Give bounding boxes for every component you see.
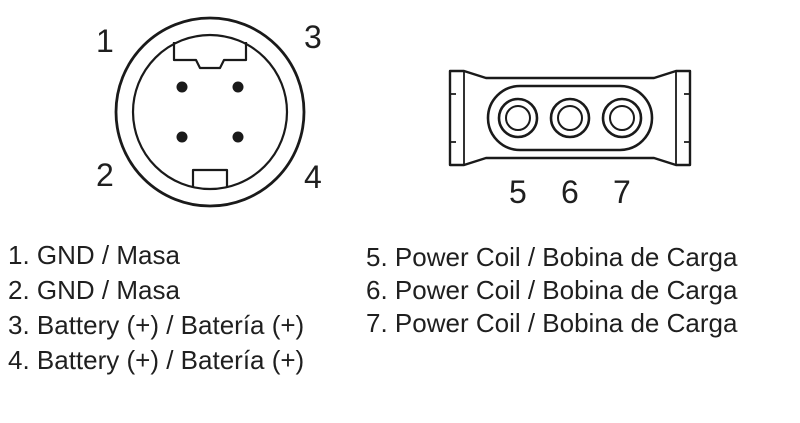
- inline-connector: 5 6 7: [448, 69, 692, 210]
- pin-dot-1: [176, 81, 188, 93]
- round-pin-label-1: 1: [96, 23, 114, 59]
- round-pin-label-4: 4: [304, 159, 322, 195]
- round-connector-bottom-key: [191, 168, 229, 188]
- legend-left: 1. GND / Masa 2. GND / Masa 3. Battery (…: [8, 238, 304, 378]
- terminal-5-outer: [497, 97, 539, 139]
- legend-item-power-coil-5: 5. Power Coil / Bobina de Carga: [366, 242, 738, 272]
- inline-connector-left-cap-notch: [450, 93, 456, 143]
- round-connector-inner-ring: [131, 33, 289, 191]
- inline-pin-label-6: 6: [561, 174, 579, 210]
- pin-dot-2: [176, 131, 188, 143]
- legend-right: 5. Power Coil / Bobina de Carga 6. Power…: [366, 241, 737, 340]
- terminal-5-inner: [505, 105, 531, 131]
- pin-dot-3: [232, 81, 244, 93]
- legend-item-gnd-1: 1. GND / Masa: [8, 240, 180, 270]
- legend-item-power-coil-7: 7. Power Coil / Bobina de Carga: [366, 308, 738, 338]
- legend-item-battery-4: 4. Battery (+) / Batería (+): [8, 345, 305, 375]
- round-pin-label-3: 3: [304, 19, 322, 55]
- terminal-7-outer: [601, 97, 643, 139]
- inline-connector-right-cap-notch: [684, 93, 690, 143]
- round-connector-outer-ring: [114, 16, 306, 208]
- inline-connector-body: [486, 84, 654, 152]
- terminal-7-inner: [609, 105, 635, 131]
- pin-dot-4: [232, 131, 244, 143]
- inline-pin-label-7: 7: [613, 174, 631, 210]
- round-pin-label-2: 2: [96, 157, 114, 193]
- connector-diagram: 1 3 2 4 5 6 7: [96, 16, 692, 210]
- round-connector-top-key: [172, 42, 248, 70]
- round-connector: 1 3 2 4: [96, 16, 322, 208]
- terminal-6-outer: [549, 97, 591, 139]
- terminal-6-inner: [557, 105, 583, 131]
- inline-pin-label-5: 5: [509, 174, 527, 210]
- legend-item-gnd-2: 2. GND / Masa: [8, 275, 180, 305]
- legend-item-power-coil-6: 6. Power Coil / Bobina de Carga: [366, 275, 738, 305]
- legend-item-battery-3: 3. Battery (+) / Batería (+): [8, 310, 305, 340]
